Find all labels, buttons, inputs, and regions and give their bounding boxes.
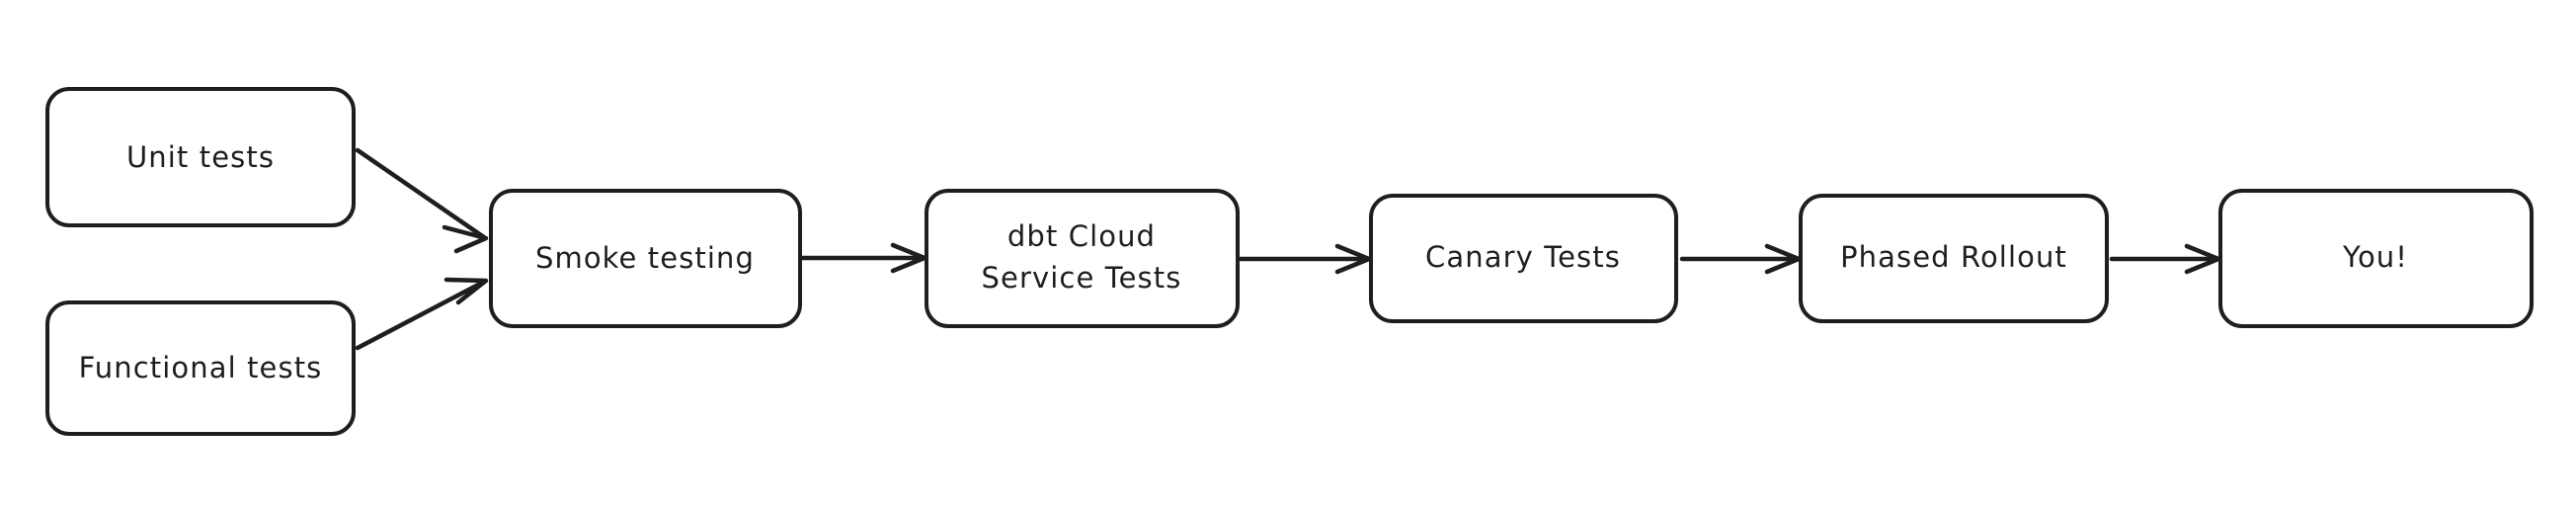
node-smoke-testing[interactable]: Smoke testing (489, 189, 802, 328)
node-layer: Unit tests Functional tests Smoke testin… (45, 87, 2534, 436)
edge-functional-to-smoke (355, 277, 489, 351)
node-canary-tests-label: Canary Tests (1425, 240, 1621, 274)
node-you[interactable]: You! (2218, 189, 2534, 328)
edge-smoke-to-dbt (799, 242, 927, 274)
node-unit-tests[interactable]: Unit tests (45, 87, 356, 227)
node-phased-rollout[interactable]: Phased Rollout (1799, 194, 2109, 323)
edge-functional-to-smoke-line (355, 279, 487, 351)
node-smoke-testing-shape[interactable] (489, 189, 802, 328)
node-dbt-cloud-service-tests[interactable]: dbt Cloud Service Tests (925, 189, 1240, 328)
node-you-label: You! (2342, 240, 2408, 274)
node-functional-tests[interactable]: Functional tests (45, 300, 356, 436)
node-canary-tests-shape[interactable] (1369, 194, 1678, 323)
node-you-shape[interactable] (2218, 189, 2534, 328)
node-unit-tests-label: Unit tests (126, 140, 275, 174)
edge-unit-to-smoke (355, 147, 489, 254)
node-canary-tests[interactable]: Canary Tests (1369, 194, 1678, 323)
edge-unit-to-smoke-arrowhead (442, 224, 489, 254)
node-dbt-cloud-service-tests-label-line2: Service Tests (982, 261, 1182, 295)
node-smoke-testing-label: Smoke testing (535, 241, 755, 275)
edge-canary-to-phased (1679, 243, 1802, 275)
node-functional-tests-shape[interactable] (45, 300, 356, 436)
node-unit-tests-shape[interactable] (45, 87, 356, 227)
edge-dbt-to-canary (1238, 243, 1372, 275)
node-dbt-cloud-service-tests-shape[interactable] (925, 189, 1240, 328)
node-phased-rollout-shape[interactable] (1799, 194, 2109, 323)
node-phased-rollout-label: Phased Rollout (1840, 240, 2067, 274)
edge-phased-to-you (2109, 243, 2221, 275)
edge-unit-to-smoke-line (355, 147, 487, 240)
node-dbt-cloud-service-tests-label-line1: dbt Cloud (1007, 219, 1156, 253)
node-functional-tests-label: Functional tests (79, 351, 323, 384)
edge-functional-to-smoke-arrowhead (443, 277, 489, 305)
